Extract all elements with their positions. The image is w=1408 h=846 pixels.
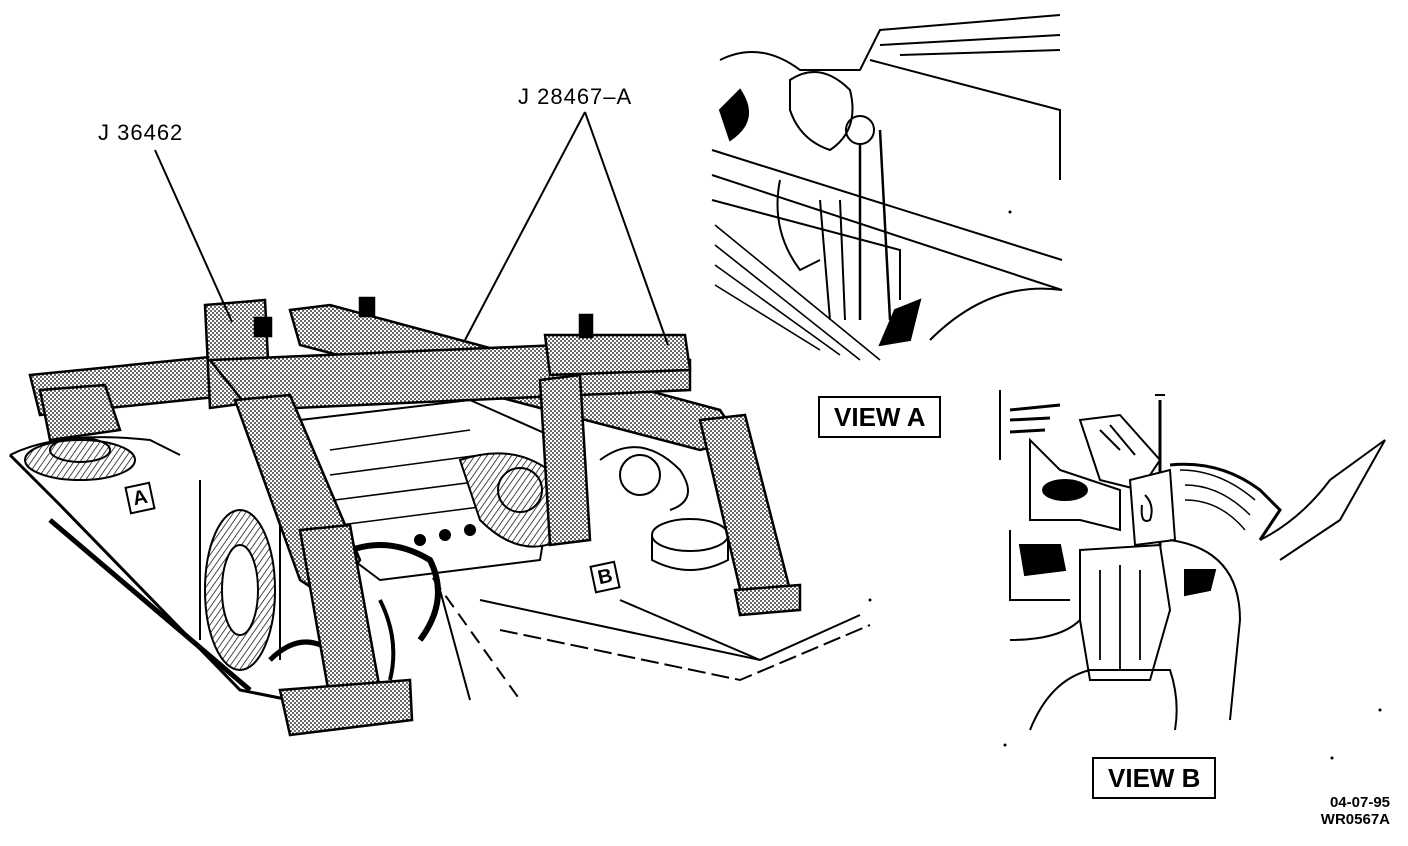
tool-label-j36462: J 36462 <box>98 120 184 145</box>
view-b-label: VIEW B <box>1092 757 1217 799</box>
stray-dots <box>868 210 1382 760</box>
figure-date: 04-07-95 <box>1329 794 1390 811</box>
view-b-detail <box>999 390 1386 731</box>
view-a-label: VIEW A <box>818 396 942 438</box>
location-marker-b: B <box>589 560 622 594</box>
figure-id: WR0567A <box>1320 811 1390 828</box>
figure-code: 04-07-95 WR0567A <box>1321 794 1390 828</box>
view-a-detail <box>711 14 1063 361</box>
location-marker-a: A <box>124 481 157 515</box>
support-fixture-bars <box>28 296 802 737</box>
tool-label-j28467a: J 28467–A <box>518 84 633 109</box>
leader-lines <box>154 111 669 346</box>
